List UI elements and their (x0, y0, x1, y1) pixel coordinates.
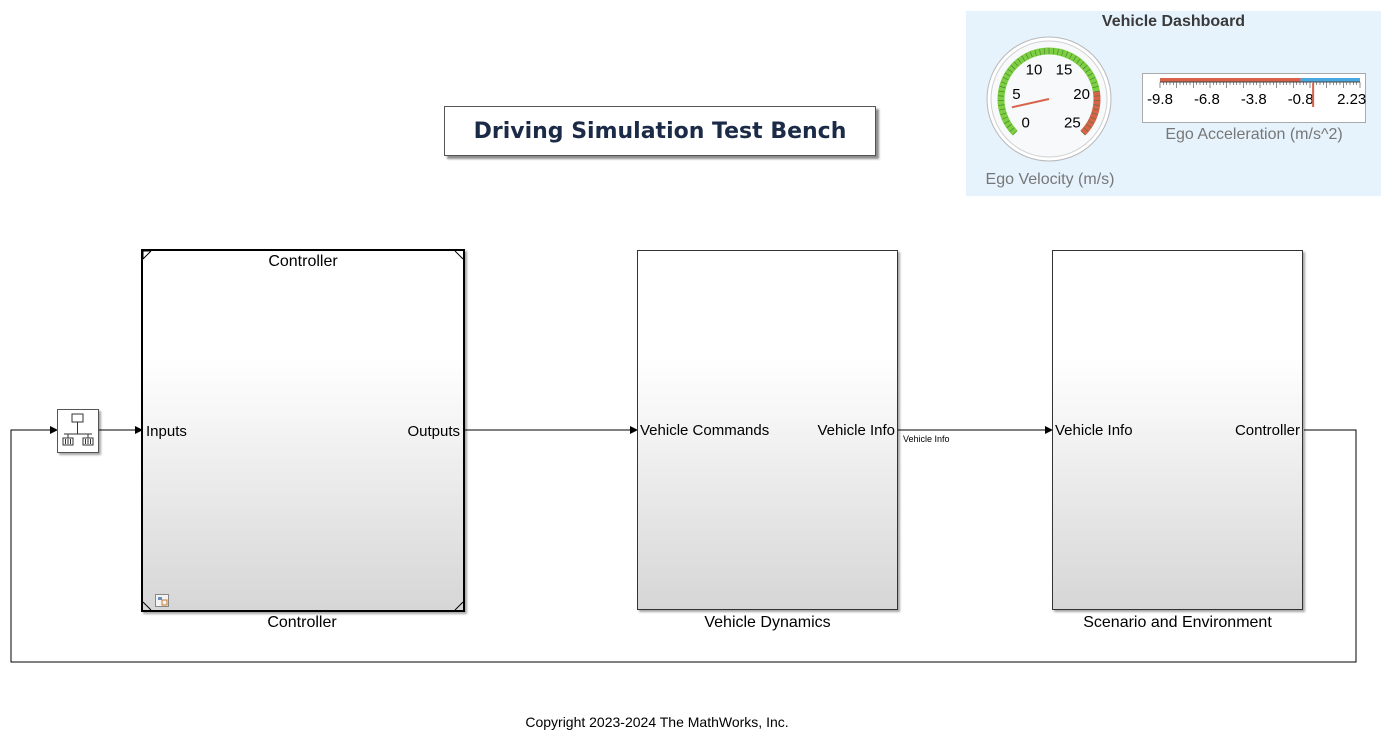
velocity-minor-tick (1009, 127, 1015, 132)
acceleration-tick-label: -0.8 (1288, 91, 1314, 108)
velocity-minor-tick (1061, 49, 1064, 56)
vehicle-info-in-port: Vehicle Info (1055, 422, 1133, 439)
velocity-tick-label: 25 (1064, 114, 1081, 131)
velocity-tick-label: 20 (1073, 86, 1090, 103)
vehicle-commands-port: Vehicle Commands (640, 422, 770, 439)
velocity-minor-tick (1087, 72, 1094, 77)
velocity-minor-tick (1085, 68, 1091, 73)
acceleration-tick-label: 3 (1358, 91, 1366, 108)
controller-block-name: Controller (267, 614, 337, 631)
velocity-minor-tick (1089, 77, 1096, 81)
velocity-minor-tick (1088, 120, 1094, 124)
velocity-minor-tick (1006, 124, 1012, 128)
page-title: Driving Simulation Test Bench (444, 106, 876, 156)
velocity-minor-tick (1082, 65, 1088, 70)
dashboard-title: Vehicle Dashboard (1101, 13, 1246, 30)
velocity-minor-tick (1004, 72, 1011, 77)
velocity-minor-tick (1092, 108, 1099, 111)
vehicle-info-out-port: Vehicle Info (817, 422, 895, 439)
velocity-minor-tick (1091, 81, 1098, 85)
acceleration-needle (1312, 83, 1315, 107)
model-reference-icon (155, 594, 169, 607)
model-reference-corners (143, 251, 463, 610)
controller-outputs-port: Outputs (407, 423, 460, 440)
scenario-environment-block-name: Scenario and Environment (1083, 614, 1272, 631)
velocity-tick-label: 5 (1012, 86, 1020, 103)
velocity-minor-tick (1083, 127, 1089, 132)
velocity-minor-tick (1092, 86, 1099, 89)
velocity-tick-label: 15 (1056, 62, 1073, 79)
velocity-minor-tick (1052, 48, 1055, 55)
acceleration-tick-label: 2.2 (1337, 91, 1358, 108)
velocity-minor-tick (1080, 130, 1086, 136)
velocity-tick-label: 10 (1026, 62, 1043, 79)
velocity-minor-tick (998, 90, 1005, 93)
velocity-minor-tick (1086, 124, 1092, 128)
copyright-notice: Copyright 2023-2024 The MathWorks, Inc. (525, 714, 789, 730)
velocity-minor-tick (1069, 53, 1073, 60)
velocity-minor-tick (1057, 48, 1059, 55)
vehicle-dynamics-block[interactable]: Vehicle Commands Vehicle Info (637, 250, 898, 610)
bus-icon (62, 413, 94, 446)
scenario-environment-block[interactable]: Vehicle Info Controller (1052, 250, 1303, 610)
velocity-minor-tick (1091, 112, 1098, 116)
velocity-minor-tick (1072, 55, 1077, 62)
acceleration-positive-range (1300, 78, 1360, 82)
velocity-minor-tick (999, 86, 1006, 89)
vehicle-info-signal-label: Vehicle Info (903, 434, 950, 444)
controller-inputs-port: Inputs (146, 423, 187, 440)
acceleration-label: Ego Acceleration (m/s^2) (1165, 126, 1343, 143)
velocity-minor-tick (1039, 48, 1041, 55)
velocity-minor-tick (998, 104, 1005, 106)
velocity-minor-tick (1043, 48, 1046, 55)
velocity-minor-tick (1034, 49, 1037, 56)
velocity-minor-tick (1000, 81, 1007, 85)
velocity-minor-tick (1025, 53, 1029, 60)
velocity-minor-tick (1093, 104, 1100, 106)
acceleration-tick-label: -9.8 (1147, 91, 1173, 108)
bus-creator-block[interactable] (57, 409, 99, 453)
velocity-minor-tick (1065, 51, 1069, 58)
velocity-minor-tick (1002, 77, 1009, 81)
velocity-minor-tick (1021, 55, 1026, 62)
vehicle-dynamics-block-name: Vehicle Dynamics (704, 614, 831, 631)
line-feedback (10, 426, 1357, 663)
velocity-minor-tick (1002, 116, 1008, 120)
controller-out-port: Controller (1234, 422, 1300, 439)
velocity-minor-tick (1000, 112, 1007, 116)
velocity-minor-tick (1017, 58, 1022, 64)
velocity-minor-tick (1076, 58, 1081, 64)
velocity-minor-tick (1007, 68, 1013, 73)
velocity-minor-tick (999, 108, 1006, 111)
velocity-minor-tick (1093, 90, 1100, 93)
acceleration-tick-label: -6.8 (1194, 91, 1220, 108)
controller-block[interactable]: Controller Inputs Outputs (141, 249, 465, 612)
velocity-minor-tick (1013, 61, 1019, 67)
velocity-minor-tick (1029, 51, 1033, 58)
velocity-minor-tick (1012, 130, 1018, 136)
velocity-label: Ego Velocity (m/s) (985, 171, 1115, 188)
velocity-minor-tick (1004, 120, 1010, 124)
velocity-minor-tick (1079, 61, 1085, 67)
velocity-tick-label: 0 (1021, 114, 1029, 131)
acceleration-negative-range (1160, 78, 1301, 82)
acceleration-tick-label: -3.8 (1241, 91, 1267, 108)
velocity-needle (1011, 98, 1050, 109)
velocity-minor-tick (1090, 116, 1096, 120)
controller-header: Controller (268, 253, 338, 270)
velocity-minor-tick (1010, 65, 1016, 70)
